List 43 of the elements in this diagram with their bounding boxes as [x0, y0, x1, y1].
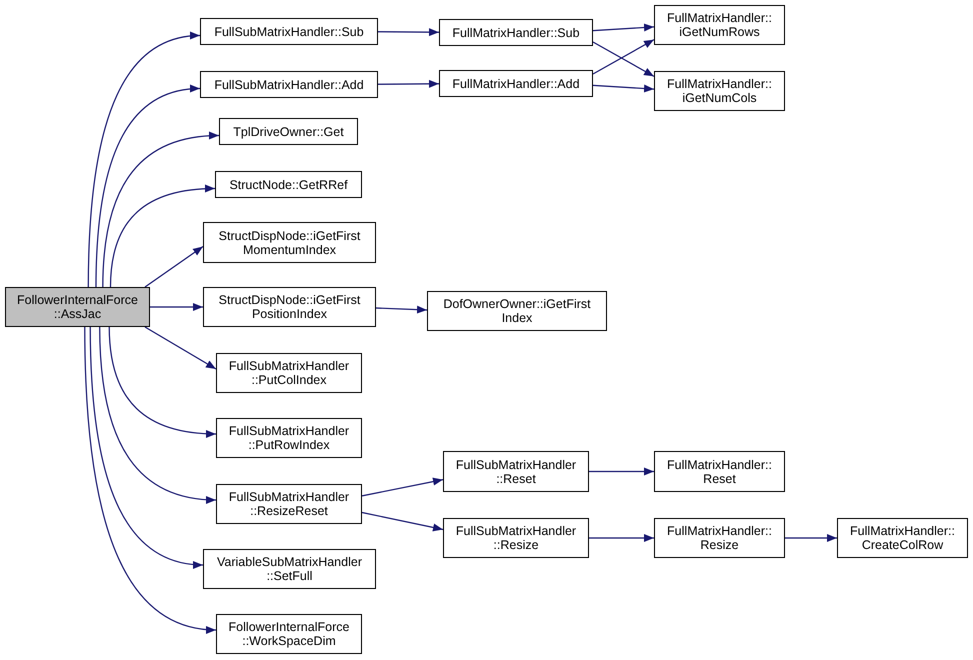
call-arrow — [589, 534, 654, 542]
function-box: StructDispNode::iGetFirst MomentumIndex — [203, 222, 376, 263]
call-arrow — [144, 246, 204, 288]
function-box: FullMatrixHandler:: iGetNumCols — [654, 71, 785, 111]
call-arrow — [144, 326, 216, 370]
call-arrow — [592, 84, 654, 92]
function-box: DofOwnerOwner::iGetFirst Index — [427, 291, 607, 331]
function-box: FullMatrixHandler:: Resize — [654, 518, 785, 558]
function-box: FullMatrixHandler:: iGetNumRows — [654, 5, 785, 45]
call-arrow — [589, 468, 654, 476]
call-arrow — [110, 184, 216, 288]
function-box: FullMatrixHandler::Sub — [439, 19, 593, 46]
function-box: VariableSubMatrixHandler ::SetFull — [203, 549, 376, 589]
function-box: FullSubMatrixHandler ::PutColIndex — [216, 353, 362, 393]
function-box: TplDriveOwner::Get — [219, 118, 358, 145]
call-arrow — [90, 326, 204, 568]
function-box: FullSubMatrixHandler ::Reset — [443, 451, 589, 492]
function-box: FullMatrixHandler::Add — [439, 70, 593, 97]
call-arrow — [88, 32, 200, 288]
call-arrow — [99, 326, 216, 504]
function-box: FollowerInternalForce ::AssJac — [5, 287, 150, 327]
call-arrow — [378, 28, 439, 36]
function-box: FollowerInternalForce ::WorkSpaceDim — [216, 614, 362, 654]
call-arrow — [84, 326, 216, 634]
function-box: StructNode::GetRRef — [215, 171, 362, 198]
call-arrow — [102, 132, 220, 288]
call-arrow — [376, 306, 428, 314]
call-arrow — [592, 24, 654, 32]
function-box: FullMatrixHandler:: Reset — [654, 451, 785, 492]
function-box: FullSubMatrixHandler::Sub — [200, 18, 378, 45]
function-box: FullSubMatrixHandler ::Resize — [443, 518, 589, 558]
call-arrow — [95, 85, 200, 288]
function-box: FullSubMatrixHandler ::ResizeReset — [216, 484, 362, 524]
function-box: FullSubMatrixHandler ::PutRowIndex — [216, 418, 362, 458]
function-box: StructDispNode::iGetFirst PositionIndex — [203, 287, 376, 327]
call-arrow — [108, 326, 216, 438]
call-arrow — [378, 80, 439, 88]
call-arrow — [362, 478, 444, 496]
call-arrow — [150, 303, 203, 311]
call-arrow — [362, 512, 444, 532]
function-box: FullSubMatrixHandler::Add — [200, 71, 378, 98]
function-box: FullMatrixHandler:: CreateColRow — [837, 518, 968, 558]
call-arrow — [785, 534, 837, 542]
